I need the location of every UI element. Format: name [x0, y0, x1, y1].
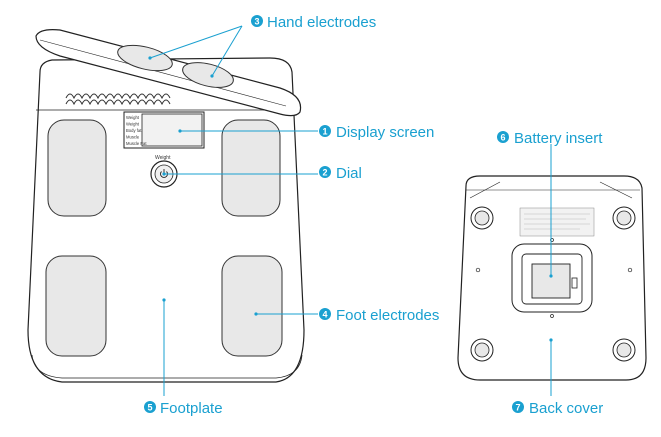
handle-bar	[35, 29, 302, 117]
callout-label: Foot electrodes	[336, 307, 439, 324]
callout-number: 2	[323, 168, 328, 178]
leader-lines	[148, 25, 553, 396]
display-screen	[141, 113, 203, 147]
callout-label: Dial	[336, 165, 362, 182]
callout-number: 6	[501, 133, 506, 143]
callout-foot-electrodes: 4 Foot electrodes	[319, 307, 439, 324]
callout-number-badge	[512, 401, 524, 413]
callout-back-cover: 7 Back cover	[512, 400, 603, 417]
callout-dial: 2 Dial	[319, 165, 362, 182]
coiled-cable-icon	[65, 93, 171, 106]
foot-electrode-top-right	[221, 119, 281, 217]
foot-electrode-bottom-right	[221, 255, 283, 357]
callout-number: 1	[323, 127, 328, 137]
back-foot-top-right	[612, 206, 636, 230]
hand-electrode-right	[182, 62, 234, 88]
battery-latch-icon	[571, 277, 578, 289]
display-row-label: Muscle Fat	[126, 141, 147, 146]
hand-electrode-left	[117, 44, 173, 72]
display-row-label: Muscle	[126, 135, 140, 140]
display-row-label: Weight	[126, 115, 140, 120]
callout-number: 3	[255, 17, 260, 27]
callout-number: 7	[516, 403, 521, 413]
callout-label: Footplate	[160, 400, 223, 417]
callout-number-badge	[319, 308, 331, 320]
back-foot-bottom-right	[612, 338, 636, 362]
callout-label: Hand electrodes	[267, 14, 376, 31]
callout-number-badge	[144, 401, 156, 413]
scale-back-view	[457, 175, 647, 381]
callout-label: Back cover	[529, 400, 603, 417]
back-foot-top-left	[470, 206, 494, 230]
callout-battery-insert: 6 Battery insert	[497, 130, 603, 147]
display-row-labels: Weight Weight Body fat Muscle Muscle Fat	[126, 115, 147, 146]
callout-number-badge	[251, 15, 263, 27]
callout-number: 4	[323, 310, 328, 320]
scale-front-view: Weight Weight Body fat Muscle Muscle Fat…	[27, 29, 305, 383]
dial-caption: Weight	[155, 155, 171, 161]
product-label	[519, 207, 595, 237]
callout-number-badge	[497, 131, 509, 143]
callout-number: 5	[148, 403, 153, 413]
callout-label: Display screen	[336, 124, 434, 141]
callout-number-badge	[319, 166, 331, 178]
callout-footplate: 5 Footplate	[144, 400, 223, 417]
foot-electrode-top-left	[47, 119, 107, 217]
screw-holes	[475, 238, 633, 318]
display-row-label: Body fat	[126, 128, 142, 133]
display-row-label: Weight	[126, 122, 140, 127]
callout-number-badge	[319, 125, 331, 137]
back-foot-bottom-left	[470, 338, 494, 362]
callout-hand-electrodes: 3 Hand electrodes	[251, 14, 376, 31]
foot-electrode-bottom-left	[45, 255, 107, 357]
callout-display-screen: 1 Display screen	[319, 124, 434, 141]
callout-label: Battery insert	[514, 130, 603, 147]
